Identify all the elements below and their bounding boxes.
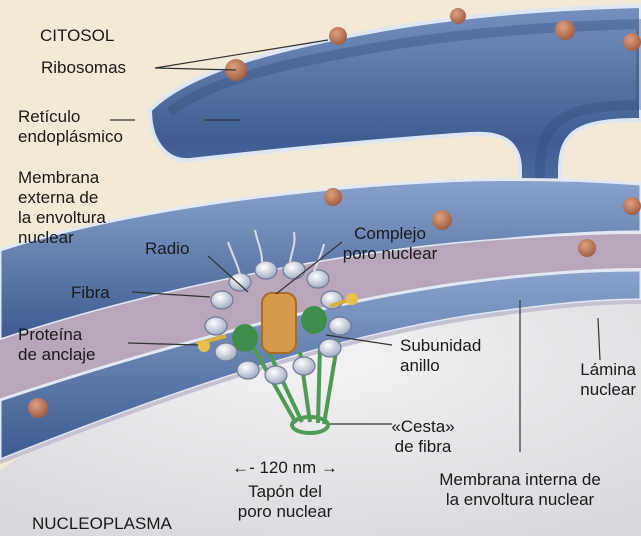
anchor-protein <box>346 293 358 305</box>
ribosome <box>329 27 347 45</box>
cesta-fibra-label: «Cesta» de fibra <box>385 417 461 457</box>
tapon-poro-label: Tapón del poro nuclear <box>205 482 365 522</box>
ribosome <box>578 239 596 257</box>
ribosome <box>28 398 48 418</box>
ribosome <box>450 8 466 24</box>
reticulo-label: Retículo endoplásmico <box>18 107 123 147</box>
ribosomas-label: Ribosomas <box>41 58 126 78</box>
ring-subunit <box>301 306 327 334</box>
anchor-protein <box>198 340 210 352</box>
ribosome <box>324 188 342 206</box>
ribosome <box>623 33 641 51</box>
radio-label: Radio <box>145 239 189 259</box>
complejo-poro-label: Complejo poro nuclear <box>325 224 455 264</box>
nucleoplasma-label: NUCLEOPLASMA <box>32 514 172 534</box>
lamina-nuclear-label: Lámina nuclear <box>540 360 636 400</box>
central-plug <box>262 293 296 353</box>
fibra-label: Fibra <box>71 283 110 303</box>
ribosome <box>555 20 575 40</box>
ribosome <box>623 197 641 215</box>
subunidad-anillo-label: Subunidad anillo <box>400 336 481 376</box>
citosol-label: CITOSOL <box>40 26 114 46</box>
scale-label: ←- 120 nm → <box>205 458 365 478</box>
membrana-interna-label: Membrana interna de la envoltura nuclear <box>405 470 635 510</box>
proteina-anclaje-label: Proteína de anclaje <box>18 325 96 365</box>
membrana-externa-label: Membrana externa de la envoltura nuclear <box>18 168 106 248</box>
